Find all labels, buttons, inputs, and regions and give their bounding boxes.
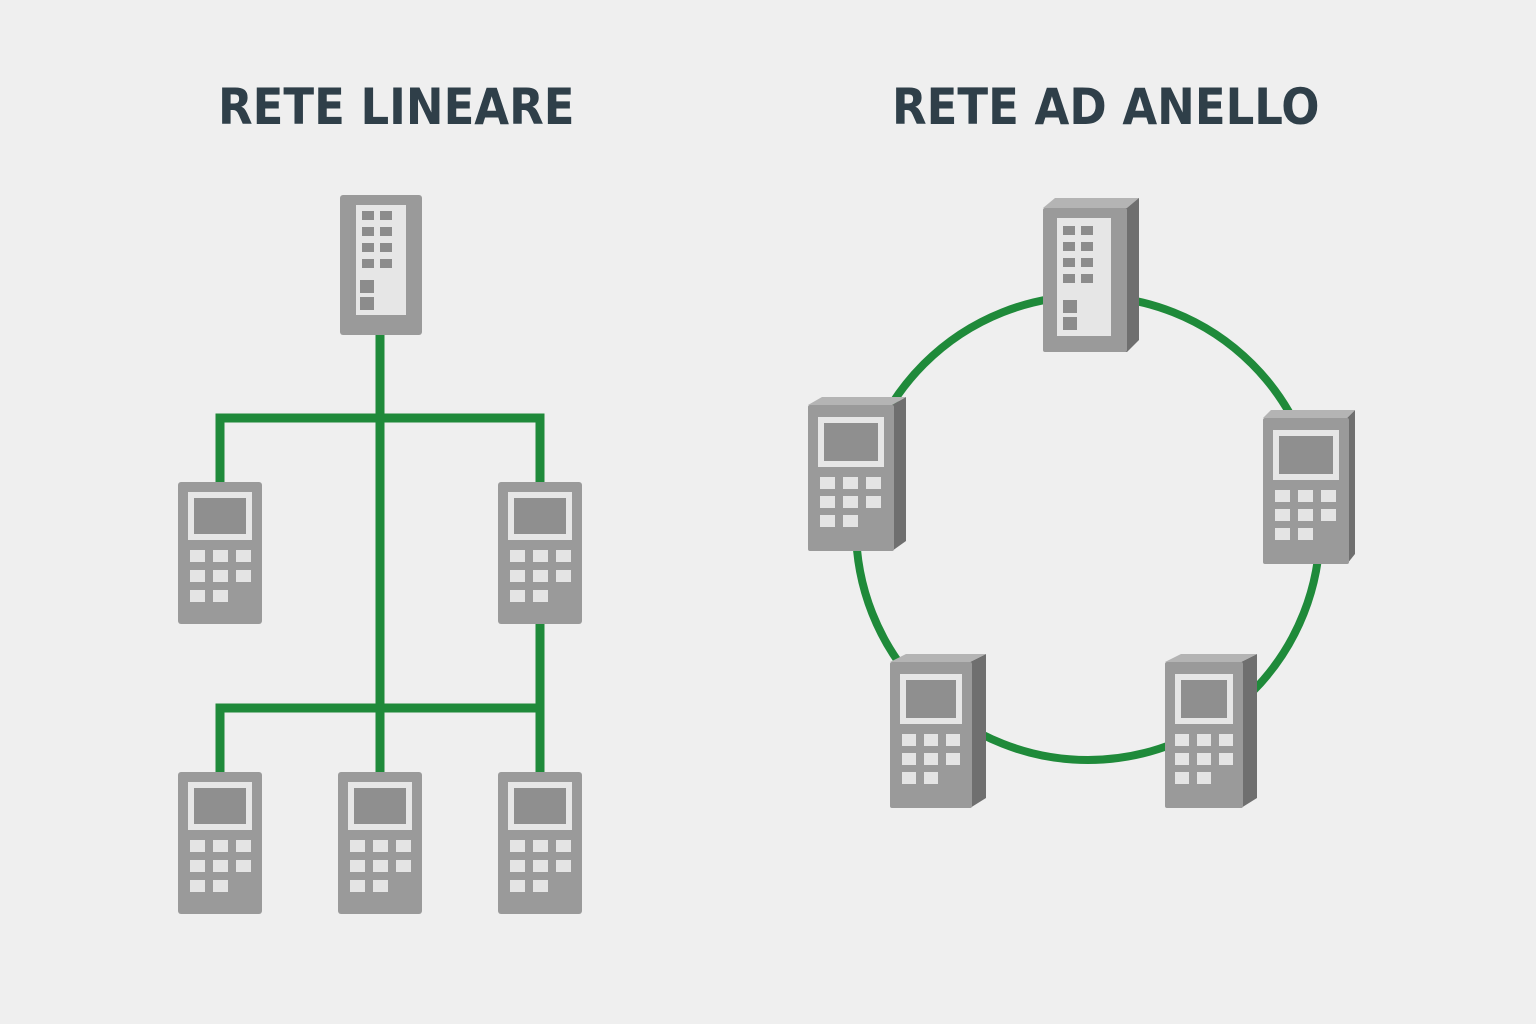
ring-device-4-icon <box>1165 654 1257 808</box>
ring-network-title: RETE AD ANELLO <box>892 78 1320 136</box>
linear-device-3-icon <box>178 772 262 914</box>
linear-device-4-icon <box>338 772 422 914</box>
ring-device-1-icon <box>808 397 906 551</box>
linear-device-5-icon <box>498 772 582 914</box>
linear-switch-icon <box>340 195 422 335</box>
linear-device-1-icon <box>178 482 262 624</box>
ring-device-2-icon <box>1263 410 1355 564</box>
linear-device-2-icon <box>498 482 582 624</box>
ring-device-3-icon <box>890 654 986 808</box>
linear-network-title: RETE LINEARE <box>218 78 575 136</box>
linear-upper-bus <box>215 413 545 487</box>
linear-links <box>215 331 545 777</box>
linear-lower-bus <box>215 703 545 777</box>
ring-switch-icon <box>1043 198 1139 352</box>
